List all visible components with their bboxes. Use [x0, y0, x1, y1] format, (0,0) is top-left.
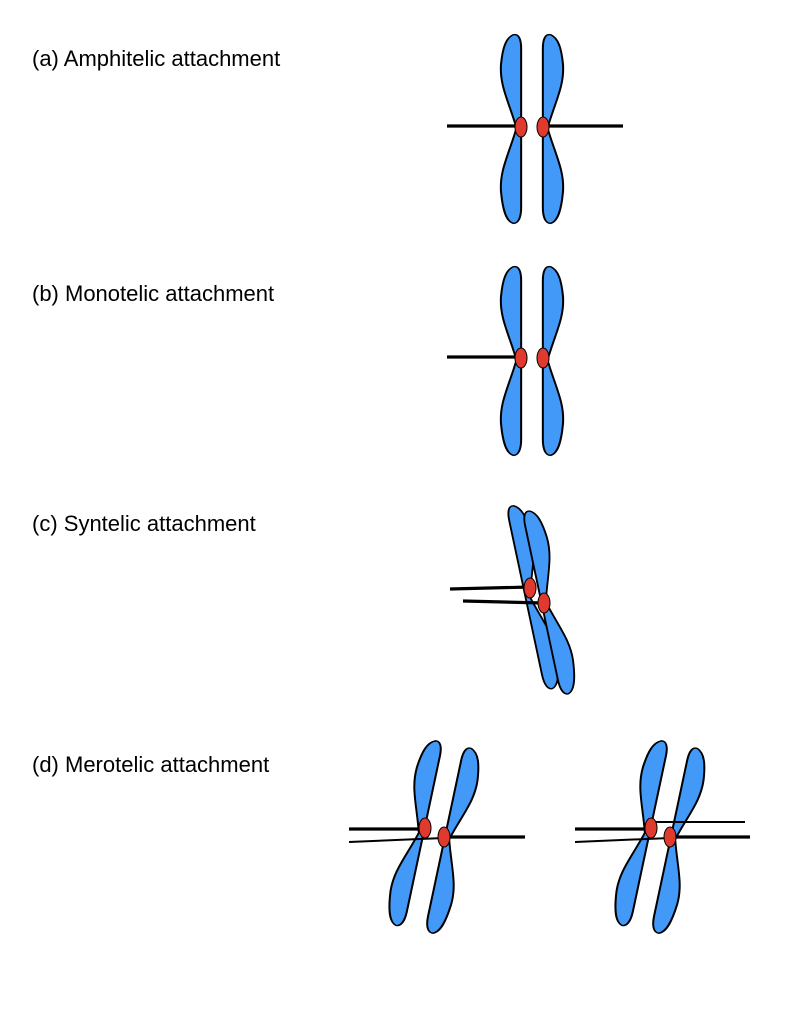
panel-d-chromosome-1 [348, 737, 525, 937]
panel-d-chromosome-2 [574, 737, 750, 937]
kinetochore-left [514, 347, 528, 369]
kinetochore-right [536, 347, 550, 369]
kinetochore-right [663, 826, 677, 848]
microtubule-left-to-kinetochore-2 [574, 837, 671, 843]
kinetochore-right [437, 826, 451, 848]
kinetochore-left [418, 817, 432, 839]
kinetochore-right [536, 116, 550, 138]
panel-b-chromosome [447, 265, 565, 457]
microtubule-lower [462, 599, 544, 605]
kinetochore-upper [523, 577, 537, 599]
microtubule-upper [449, 585, 531, 591]
kinetochore-lower [537, 592, 551, 614]
panel-b-label: (b) Monotelic attachment [32, 281, 275, 306]
panel-a-label: (a) Amphitelic attachment [32, 46, 281, 71]
microtubule-left-to-kinetochore-2 [348, 837, 445, 843]
panel-a-chromosome [447, 33, 623, 225]
panel-c-chromosome [449, 502, 581, 697]
panel-d-label: (d) Merotelic attachment [32, 752, 270, 777]
panel-c-label: (c) Syntelic attachment [32, 511, 256, 536]
kinetochore-left [644, 817, 658, 839]
kinetochore-left [514, 116, 528, 138]
